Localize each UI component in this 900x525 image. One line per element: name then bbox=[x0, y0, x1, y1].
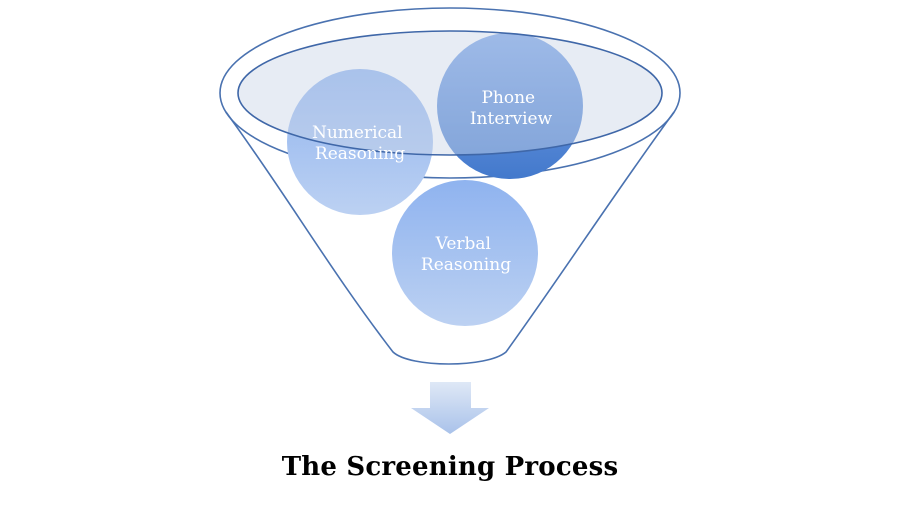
stage-label-phone: Phone Interview bbox=[470, 88, 553, 129]
stage-label-verbal: Verbal Reasoning bbox=[421, 234, 511, 275]
stage-label-numerical-line1: Numerical bbox=[312, 123, 403, 143]
down-arrow-icon bbox=[411, 382, 489, 434]
stage-label-phone-line2: Interview bbox=[470, 109, 553, 129]
stage-bubble-numerical bbox=[287, 69, 433, 215]
funnel-mouth bbox=[237, 30, 663, 156]
stage-label-phone-line1: Phone bbox=[481, 88, 535, 108]
stage-label-numerical-line2: Reasoning bbox=[315, 144, 405, 164]
stage-bubble-verbal bbox=[392, 180, 538, 326]
stage-label-verbal-line1: Verbal bbox=[435, 234, 491, 254]
stage-bubble-phone bbox=[437, 33, 583, 179]
stage-label-verbal-line2: Reasoning bbox=[421, 255, 511, 275]
stage-label-numerical: Numerical Reasoning bbox=[312, 123, 408, 164]
funnel-outer-rim bbox=[219, 7, 681, 179]
diagram-title: The Screening Process bbox=[281, 452, 619, 482]
